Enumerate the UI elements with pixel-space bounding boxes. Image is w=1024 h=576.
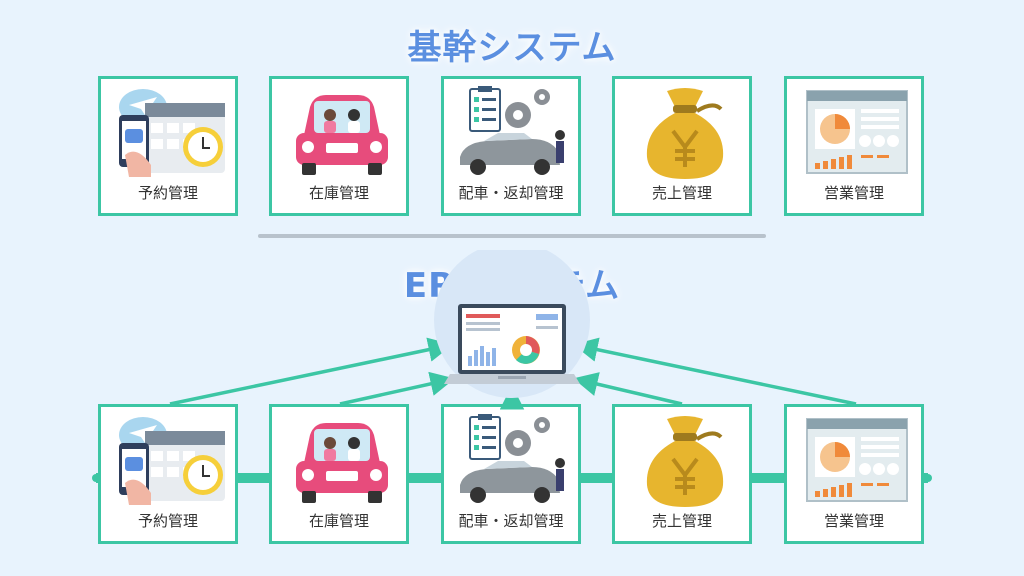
module-label: 予約管理 [137, 512, 198, 530]
arrow-reservation [169, 337, 453, 406]
arrow-business [573, 337, 857, 406]
laptop-dashboard-icon [434, 242, 590, 398]
module-label: 売上管理 [651, 184, 712, 202]
core-module-dispatch: 配車・返却管理 [441, 76, 581, 216]
arrow-inventory [339, 371, 455, 406]
arrow-sales [573, 372, 683, 406]
module-label: 配車・返却管理 [458, 184, 564, 202]
erp-module-inventory: 在庫管理 [269, 404, 409, 544]
erp-module-dispatch: 配車・返却管理 [441, 404, 581, 544]
erp-laptop [428, 242, 596, 400]
module-label: 予約管理 [137, 184, 198, 202]
erp-module-business: 営業管理 [784, 404, 924, 544]
section-divider [258, 234, 766, 238]
erp-module-reservation: 予約管理 [98, 404, 238, 544]
module-label: 配車・返却管理 [458, 512, 564, 530]
core-system-title: 基幹システム [407, 28, 617, 68]
core-module-sales: 売上管理 [612, 76, 752, 216]
erp-module-sales: 売上管理 [612, 404, 752, 544]
module-label: 営業管理 [823, 184, 884, 202]
core-module-reservation: 予約管理 [98, 76, 238, 216]
module-label: 在庫管理 [308, 184, 369, 202]
module-label: 在庫管理 [308, 512, 369, 530]
core-module-business: 営業管理 [784, 76, 924, 216]
core-module-inventory: 在庫管理 [269, 76, 409, 216]
module-label: 売上管理 [651, 512, 712, 530]
module-label: 営業管理 [823, 512, 884, 530]
